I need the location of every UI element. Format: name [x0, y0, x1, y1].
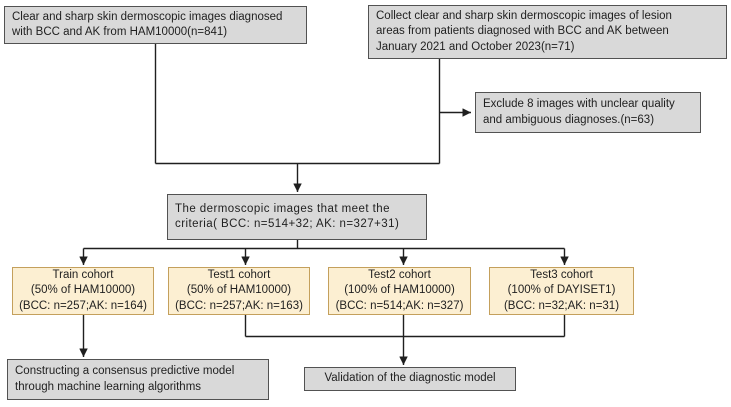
exclusion-box: Exclude 8 images with unclear quality an…: [475, 92, 701, 133]
ham-source-box: Clear and sharp skin dermoscopic images …: [4, 6, 307, 44]
validation-box: Validation of the diagnostic model: [304, 367, 516, 391]
test1-cohort-box: Test1 cohort (50% of HAM10000) (BCC: n=2…: [168, 267, 310, 315]
criteria-box: The dermoscopic images that meet the cri…: [167, 194, 427, 240]
test2-cohort-box: Test2 cohort (100% of HAM10000) (BCC: n=…: [328, 267, 471, 315]
train-cohort-box: Train cohort (50% of HAM10000) (BCC: n=2…: [12, 267, 154, 315]
test3-cohort-box: Test3 cohort (100% of DAYISET1) (BCC: n=…: [489, 267, 634, 315]
hospital-source-box: Collect clear and sharp skin dermoscopic…: [368, 5, 727, 59]
model-construction-box: Constructing a consensus predictive mode…: [7, 359, 269, 400]
